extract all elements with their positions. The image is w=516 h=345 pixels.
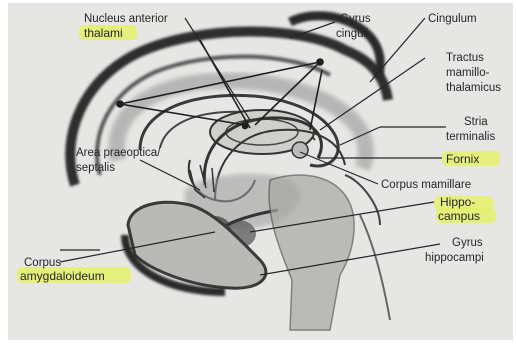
label-area-praeoptica: Area praeoptica/ — [76, 147, 161, 159]
label-corpus-mamillare: Corpus mamillare — [381, 179, 471, 191]
node-1 — [117, 101, 123, 107]
label-nucleus-anterior: Nucleus anterior — [84, 13, 168, 25]
label-mamillo: mamillo- — [446, 67, 490, 79]
label-septalis: septalis — [76, 162, 115, 174]
label-thalami: thalami — [84, 26, 123, 40]
label-thalamicus: thalamicus — [446, 82, 501, 94]
mamillary-body — [292, 142, 308, 158]
brainstem-edge — [360, 215, 390, 320]
label-amygdaloideum: amygdaloideum — [20, 269, 105, 283]
brainstem — [269, 175, 354, 330]
label-campus: campus — [438, 209, 480, 223]
label-gyrus-hippocampi-2: hippocampi — [425, 252, 484, 264]
label-fornix: Fornix — [446, 152, 479, 166]
cortex — [70, 16, 388, 185]
label-cinguli: cinguli — [336, 28, 369, 40]
label-terminalis: terminalis — [446, 131, 495, 143]
label-gyrus: Gyrus — [340, 13, 371, 25]
label-hippo: Hippo- — [440, 195, 475, 209]
node-3 — [243, 124, 248, 129]
label-tractus: Tractus — [446, 52, 484, 64]
label-gyrus-hippocampi-1: Gyrus — [452, 237, 483, 249]
node-2 — [317, 59, 323, 65]
label-stria: Stria — [464, 116, 488, 128]
label-corpus: Corpus — [24, 257, 61, 269]
label-cingulum: Cingulum — [428, 13, 477, 25]
